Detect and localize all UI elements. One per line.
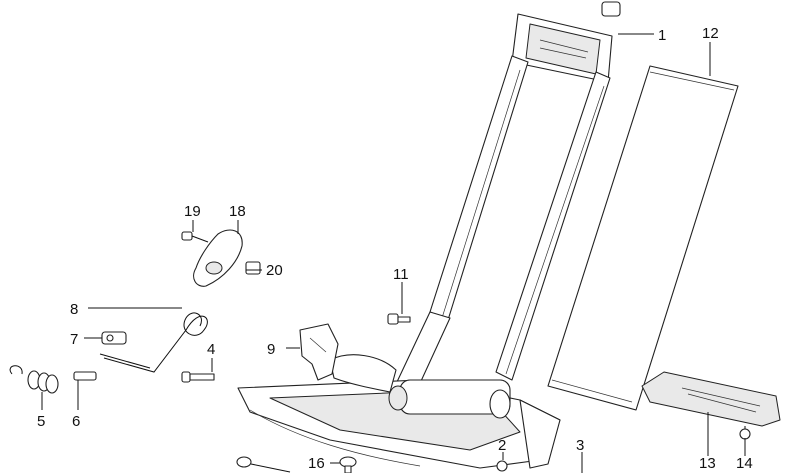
screw-14 (739, 426, 751, 440)
bolt-11 (387, 313, 411, 325)
screw-19 (181, 231, 209, 243)
callout-1: 1 (658, 27, 666, 44)
clip-7 (101, 331, 127, 345)
callout-11: 11 (393, 266, 409, 283)
backrest-frame (395, 1, 621, 393)
seat-base-frame (237, 354, 561, 469)
callout-16: 16 (308, 455, 325, 472)
clip-20 (245, 261, 261, 275)
callout-20: 20 (266, 262, 283, 279)
pin-4 (181, 371, 215, 383)
nut-2 (496, 460, 508, 472)
callout-5: 5 (37, 413, 45, 430)
callout-4: 4 (207, 341, 215, 358)
callout-2: 2 (498, 437, 506, 454)
callout-8: 8 (70, 301, 78, 318)
cable-end (236, 456, 291, 473)
callout-3: 3 (576, 437, 584, 454)
callout-7: 7 (70, 331, 78, 348)
tray-13 (641, 371, 781, 427)
pin-6 (73, 371, 97, 381)
callout-9: 9 (267, 341, 275, 358)
lever-cover-18 (193, 229, 243, 287)
callout-19: 19 (184, 203, 201, 220)
callout-labels: 1 2 3 4 5 6 7 8 9 11 12 13 14 16 18 19 2… (37, 25, 753, 472)
callout-18: 18 (229, 203, 246, 220)
coil-spring-5 (9, 365, 59, 394)
bracket-9 (299, 323, 339, 381)
callout-14: 14 (736, 455, 753, 472)
callout-13: 13 (699, 455, 716, 472)
callout-12: 12 (702, 25, 719, 42)
callout-6: 6 (72, 413, 80, 430)
spring-8 (99, 312, 208, 373)
back-cover-panel (547, 65, 739, 411)
leader-lines (41, 33, 746, 473)
screw-16 (339, 456, 357, 473)
